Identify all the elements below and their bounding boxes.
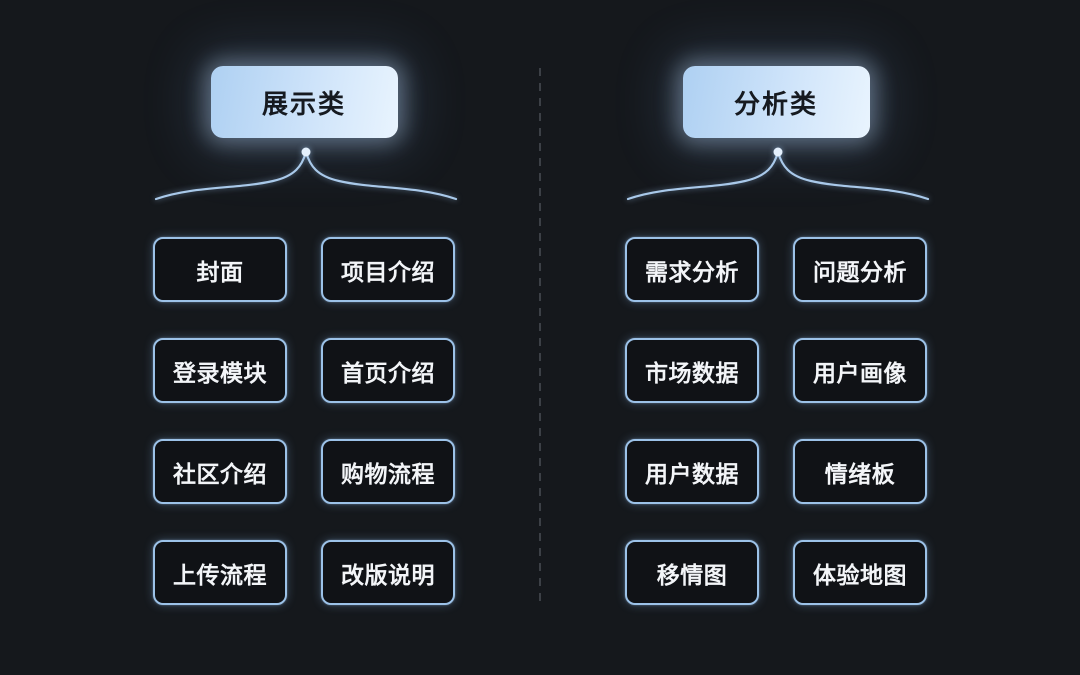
node-user-persona: 用户画像 <box>793 338 927 403</box>
node-login-module: 登录模块 <box>153 338 287 403</box>
brace-dot <box>301 147 311 157</box>
node-user-data: 用户数据 <box>625 439 759 504</box>
analysis-category-header: 分析类 <box>682 66 870 138</box>
node-problem-analysis: 问题分析 <box>793 237 927 302</box>
node-experience-map: 体验地图 <box>793 540 927 605</box>
group-analysis-category: 分析类 需求分析 问题分析 市场数据 用户画像 用户数据 情绪板 移情图 体验地… <box>625 66 930 605</box>
node-requirement-analysis: 需求分析 <box>625 237 759 302</box>
group-display-category: 展示类 封面 项目介绍 登录模块 首页介绍 社区介绍 购物流程 上传流程 改版说… <box>153 66 458 605</box>
node-revision-notes: 改版说明 <box>321 540 455 605</box>
node-home-intro: 首页介绍 <box>321 338 455 403</box>
analysis-category-title: 分析类 <box>733 88 818 119</box>
display-node-grid: 封面 项目介绍 登录模块 首页介绍 社区介绍 购物流程 上传流程 改版说明 <box>153 237 455 605</box>
display-category-header: 展示类 <box>210 66 398 138</box>
node-cover: 封面 <box>153 237 287 302</box>
node-mood-board: 情绪板 <box>793 439 927 504</box>
node-upload-flow: 上传流程 <box>153 540 287 605</box>
node-empathy-map: 移情图 <box>625 540 759 605</box>
node-shopping-flow: 购物流程 <box>321 439 455 504</box>
brace-dot <box>773 147 783 157</box>
brace-connector <box>154 147 458 201</box>
display-category-title: 展示类 <box>261 88 346 119</box>
analysis-node-grid: 需求分析 问题分析 市场数据 用户画像 用户数据 情绪板 移情图 体验地图 <box>625 237 927 605</box>
node-project-intro: 项目介绍 <box>321 237 455 302</box>
node-market-data: 市场数据 <box>625 338 759 403</box>
dashed-divider <box>539 68 541 608</box>
brace-connector <box>626 147 930 201</box>
node-community-intro: 社区介绍 <box>153 439 287 504</box>
